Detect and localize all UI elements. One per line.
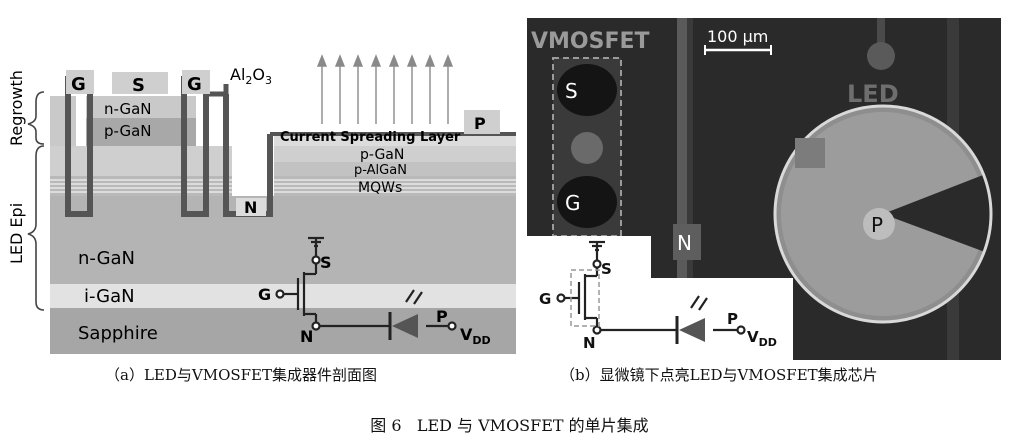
p-pad-dot	[863, 208, 895, 240]
circuit-vdd-label-a: VDD	[460, 325, 491, 347]
sapphire-layer	[50, 308, 516, 354]
mqw-lines	[274, 176, 516, 196]
gate-left-label: G	[71, 74, 86, 95]
p-gan-top-layer	[86, 118, 196, 146]
figure-caption: 图 6 LED 与 VMOSFET 的单片集成	[370, 416, 649, 435]
micrograph-source-label: S	[565, 79, 578, 103]
n-gan-top-layer	[86, 96, 196, 118]
p-contact-pad	[464, 110, 500, 134]
circuit-g-label-a: G	[258, 285, 271, 304]
led-epi-label: LED Epi	[8, 203, 26, 264]
p-gan-led-label: p-GaN	[360, 147, 404, 163]
circuit-p-label-a: P	[436, 307, 448, 326]
gate-trench-left	[65, 76, 93, 217]
gate-trench-right	[181, 76, 209, 217]
p-algan-layer	[274, 162, 516, 176]
n-contact-pad	[236, 198, 266, 216]
micrograph-n-label: N	[677, 231, 692, 255]
p-contact-label: P	[474, 114, 486, 133]
gate-pad-left	[66, 70, 94, 94]
circuit-diagram-a	[275, 236, 457, 331]
regrowth-brace	[27, 91, 45, 145]
p-gan-led-layer	[274, 146, 516, 162]
micrograph-figure: 100 μm VMOSFET LED S G N P S G N P VDD	[527, 18, 1001, 360]
circuit-g-label-b: G	[539, 290, 551, 308]
gate-pad-right	[182, 70, 210, 94]
p-gan-top-label: p-GaN	[104, 122, 152, 140]
cross-section-figure: Regrowth LED Epi G S G Al2O3 n-GaN p-GaN…	[7, 6, 520, 358]
circuit-vdd-label-b: VDD	[747, 328, 777, 349]
led-diode-symbol-b	[679, 318, 705, 342]
n-gan-top-label: n-GaN	[104, 100, 152, 118]
n-gan-bottom-label: n-GaN	[78, 248, 135, 269]
circuit-s-label-a: S	[320, 253, 332, 272]
n-gan-bottom-layer	[50, 196, 516, 284]
led-diode-symbol-a	[392, 314, 418, 338]
vmosfet-label: VMOSFET	[531, 29, 650, 54]
led-label: LED	[847, 80, 899, 108]
al2o3-label: Al2O3	[230, 65, 272, 87]
circuit-n-label-a: N	[300, 327, 313, 346]
cross-section-svg: Regrowth LED Epi G S G Al2O3 n-GaN p-GaN…	[7, 54, 516, 354]
source-label: S	[132, 75, 145, 96]
current-spreading-layer	[274, 134, 516, 146]
source-pad	[112, 72, 168, 94]
n-pad	[673, 224, 701, 260]
p-algan-label: p-AlGaN	[354, 163, 407, 178]
circuit-n-label-b: N	[583, 334, 596, 352]
micrograph-p-label: P	[871, 213, 883, 237]
sapphire-label: Sapphire	[78, 323, 158, 344]
caption-a: （a）LED与VMOSFET集成器件剖面图	[105, 366, 378, 384]
regrowth-label: Regrowth	[8, 70, 26, 146]
circuit-p-label-b: P	[727, 310, 738, 328]
scale-bar-label: 100 μm	[707, 27, 768, 46]
micrograph-gate-label: G	[565, 191, 581, 215]
i-gan-label: i-GaN	[84, 286, 135, 307]
micrograph-svg: 100 μm VMOSFET LED S G N P S G N P VDD	[527, 18, 1001, 360]
current-spreading-label: Current Spreading Layer	[280, 130, 461, 145]
circuit-s-label-b: S	[601, 260, 612, 278]
caption-b: （b）显微镜下点亮LED与VMOSFET集成芯片	[560, 366, 878, 384]
gate-right-label: G	[187, 74, 202, 95]
n-contact-label: N	[244, 198, 257, 217]
circuit-diagram-b	[556, 240, 746, 335]
mqws-label: MQWs	[358, 180, 402, 196]
light-arrows	[316, 54, 454, 124]
led-epi-brace	[27, 145, 45, 311]
led-cutout	[883, 168, 1001, 258]
